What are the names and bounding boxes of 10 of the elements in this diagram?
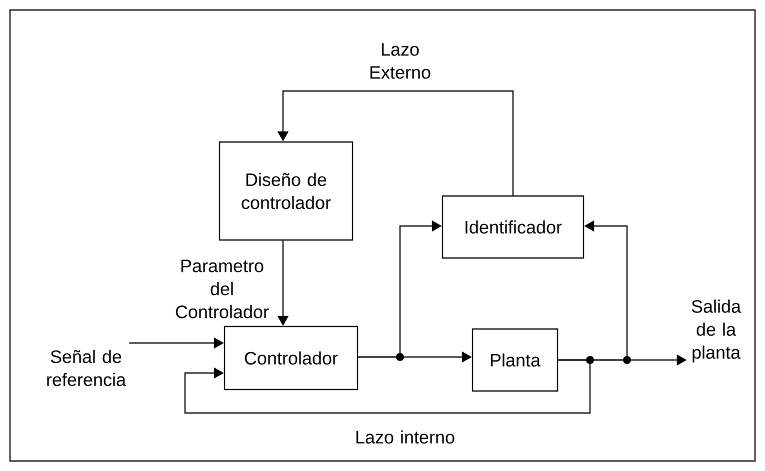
process-box: Planta bbox=[472, 328, 558, 392]
input-label: Señal de referencia bbox=[47, 350, 126, 386]
edge-label: Lazo interno bbox=[356, 430, 454, 444]
output-label: Salida de la planta bbox=[692, 300, 741, 362]
edge-label: Lazo Externo bbox=[370, 43, 430, 79]
arrow bbox=[184, 356, 594, 414]
process-box: Identificador bbox=[442, 195, 584, 259]
edge-label: Parametro del Controlador bbox=[176, 260, 269, 318]
process-box: Diseño de controlador bbox=[218, 141, 354, 241]
process-box: Controlador bbox=[224, 326, 358, 390]
